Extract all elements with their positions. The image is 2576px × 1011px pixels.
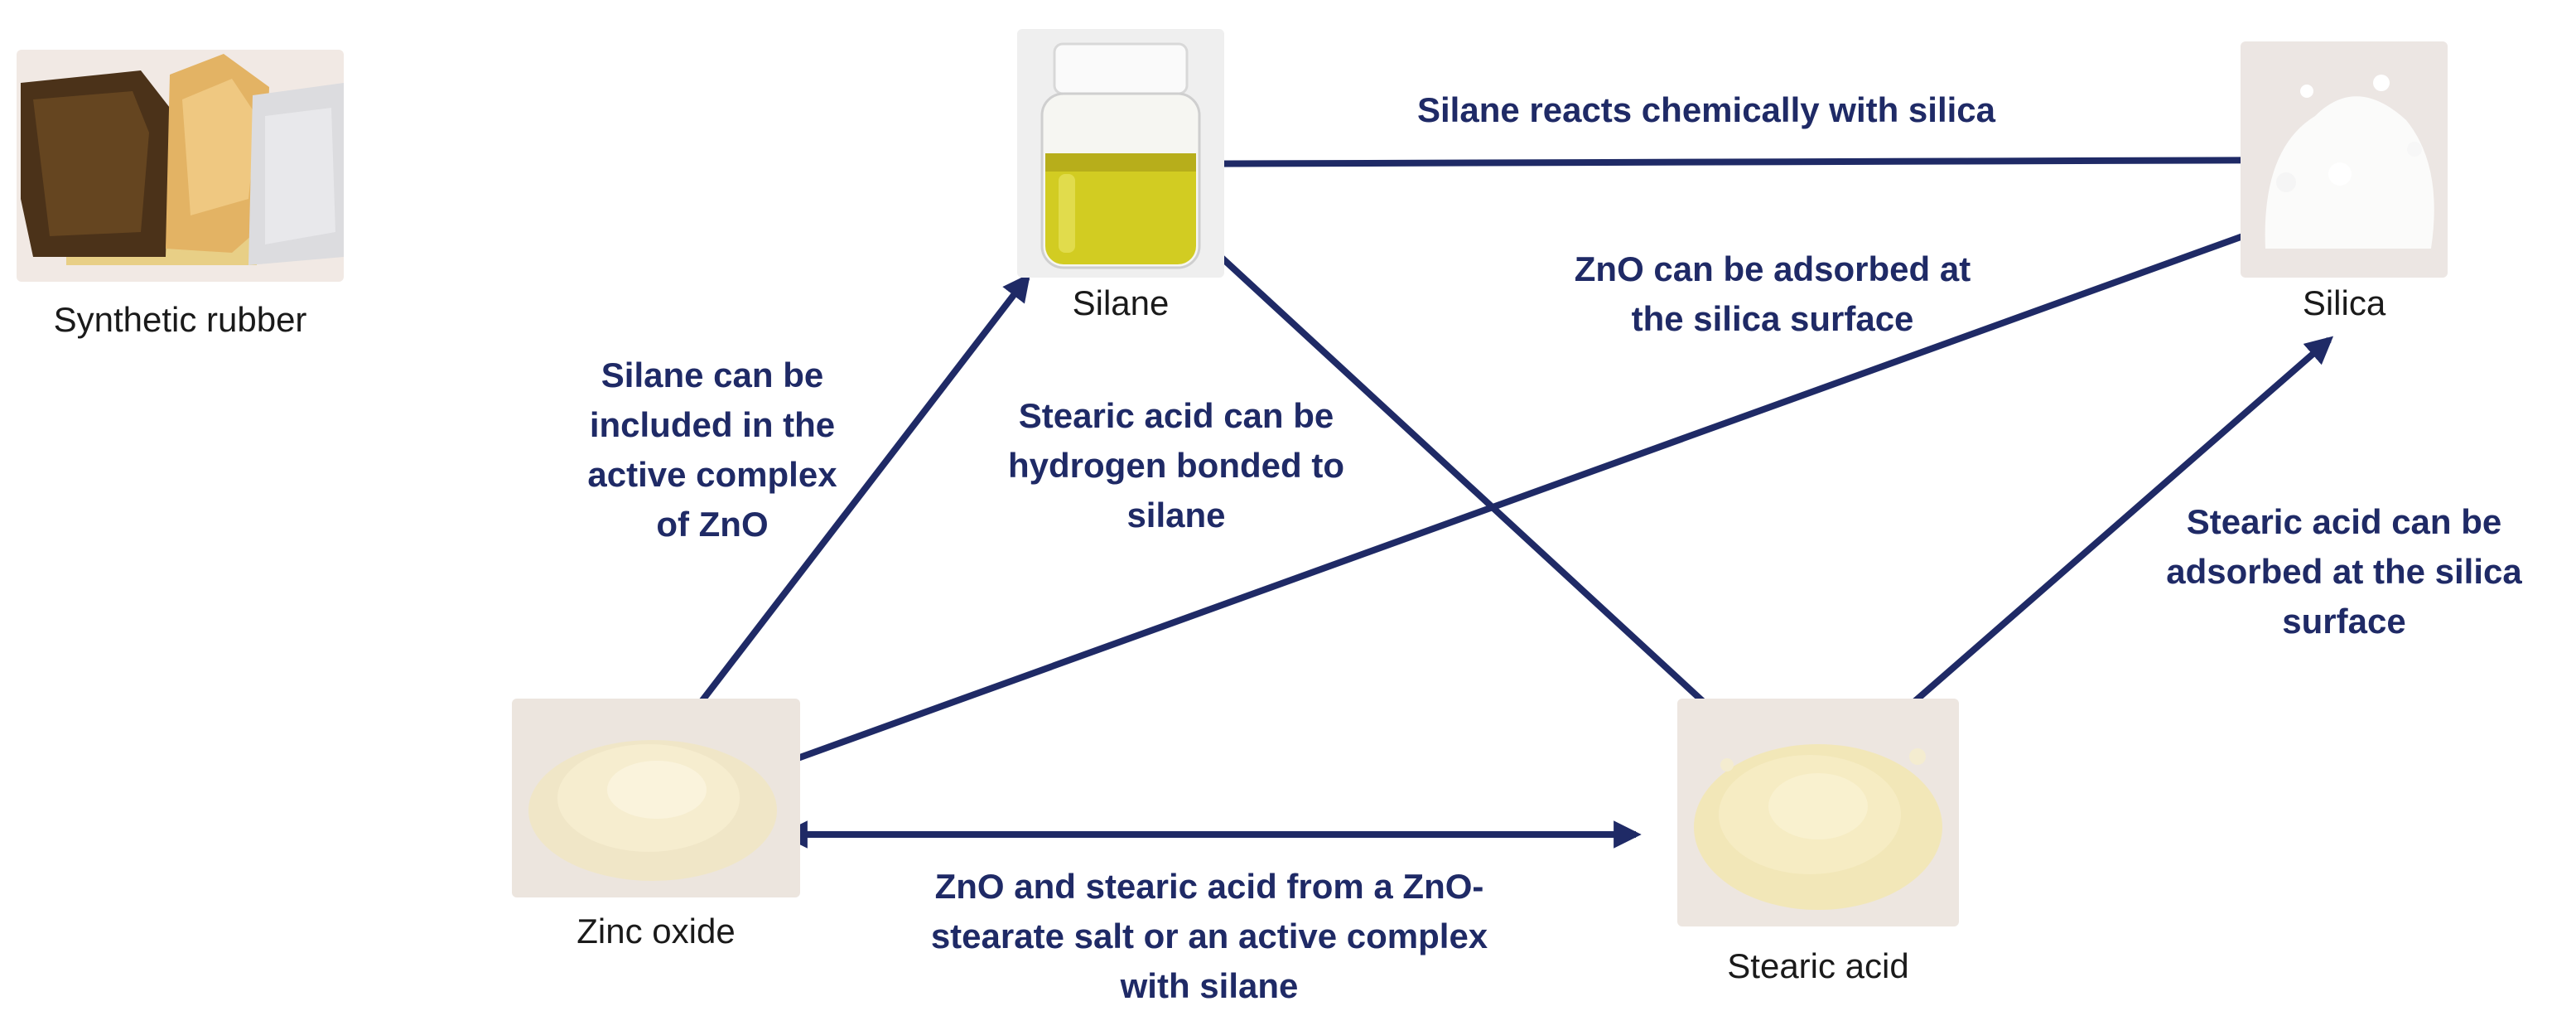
- silane-label: Silane: [1072, 283, 1170, 322]
- stearic-acid-photo: [1677, 699, 1959, 926]
- relation-stearic-silane: Stearic acid can be hydrogen bonded to s…: [1008, 396, 1344, 535]
- relation-silane-zno: Silane can be included in the active com…: [587, 356, 837, 544]
- synthetic-rubber-label: Synthetic rubber: [53, 300, 307, 339]
- relation-stearic-silica: Stearic acid can be adsorbed at the sili…: [2166, 502, 2522, 641]
- arrow-silane-stearic: [1154, 195, 1775, 768]
- stearic-acid-label: Stearic acid: [1727, 946, 1909, 985]
- silane-photo: [1017, 29, 1224, 278]
- relation-silane-silica: Silane reacts chemically with silica: [1416, 90, 1996, 129]
- arrow-silica-stearic: [1832, 336, 2334, 773]
- silica-photo: [2241, 41, 2448, 278]
- synthetic-rubber-photo: [17, 50, 344, 282]
- zinc-oxide-photo: [512, 699, 800, 897]
- relation-zno-stearic: ZnO and stearic acid from a ZnO- stearat…: [930, 867, 1488, 1005]
- zinc-oxide-label: Zinc oxide: [576, 912, 736, 951]
- relation-zno-silica: ZnO can be adsorbed at the silica surfac…: [1574, 249, 1971, 338]
- arrow-silane-zno: [660, 273, 1031, 755]
- silica-label: Silica: [2302, 283, 2386, 322]
- arrow-silane-silica: [1108, 146, 2325, 178]
